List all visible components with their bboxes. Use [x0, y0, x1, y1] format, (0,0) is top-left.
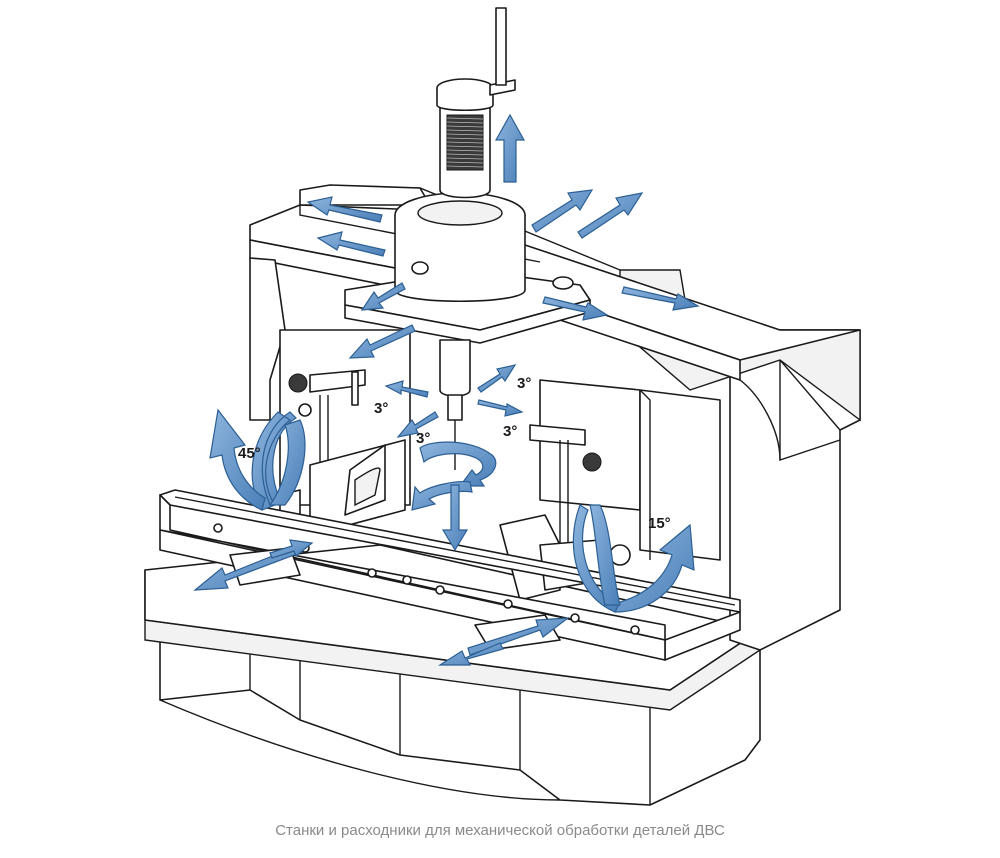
- thread-line: [446, 145, 484, 148]
- thread-line: [446, 137, 484, 140]
- thread-line: [446, 149, 484, 152]
- arrow-rotate-upper: [419, 441, 497, 487]
- label-3-degrees-right-upper: 3°: [517, 375, 531, 392]
- image-caption: Станки и расходники для механической обр…: [275, 822, 725, 839]
- spindle-head: [344, 7, 591, 470]
- thread-line: [446, 157, 484, 160]
- angle-labels: 45° 15° 3° 3° 3° 3°: [238, 375, 671, 532]
- arrow-spindle-downleft: [348, 324, 416, 359]
- thread-line: [446, 133, 484, 136]
- thread-line: [446, 161, 484, 164]
- arrow-tilt-right: [477, 399, 524, 417]
- arrow-quill-up: [494, 113, 526, 183]
- label-3-degrees-center: 3°: [416, 430, 430, 447]
- arrow-head-downleft: [360, 282, 406, 311]
- motion-arrows: [193, 113, 700, 666]
- label-45-degrees: 45°: [238, 445, 261, 462]
- thread-line: [446, 165, 484, 168]
- arrow-rail-right-lower: [542, 296, 609, 321]
- arrow-head-upright-2: [577, 192, 644, 239]
- arrow-tilt-downleft: [396, 411, 439, 438]
- label-3-degrees-left: 3°: [374, 400, 388, 417]
- machine-base: [144, 544, 761, 806]
- thread-line: [446, 121, 484, 124]
- thread-line: [446, 125, 484, 128]
- arrow-rail-right-upper: [621, 286, 700, 311]
- arrow-base-right-down: [437, 642, 504, 666]
- arrow-rotate-lower: [411, 481, 473, 511]
- thread-line: [446, 117, 484, 120]
- thread-line: [446, 129, 484, 132]
- thread-lines: [446, 114, 484, 171]
- label-15-degrees: 15°: [648, 515, 671, 532]
- left-clamp: [279, 369, 406, 531]
- thread-line: [446, 153, 484, 156]
- label-3-degrees-right-lower: 3°: [503, 423, 517, 440]
- arrow-head-upright-1: [531, 189, 594, 233]
- arrow-feed-down: [441, 484, 469, 552]
- arrow-tilt-left: [384, 380, 429, 398]
- arrow-rail-left-upper: [306, 196, 383, 223]
- arrow-rail-left-lower: [316, 231, 386, 257]
- arrow-base-left-up: [269, 539, 314, 559]
- arrow-tilt-upright: [477, 364, 517, 393]
- thread-line: [446, 141, 484, 144]
